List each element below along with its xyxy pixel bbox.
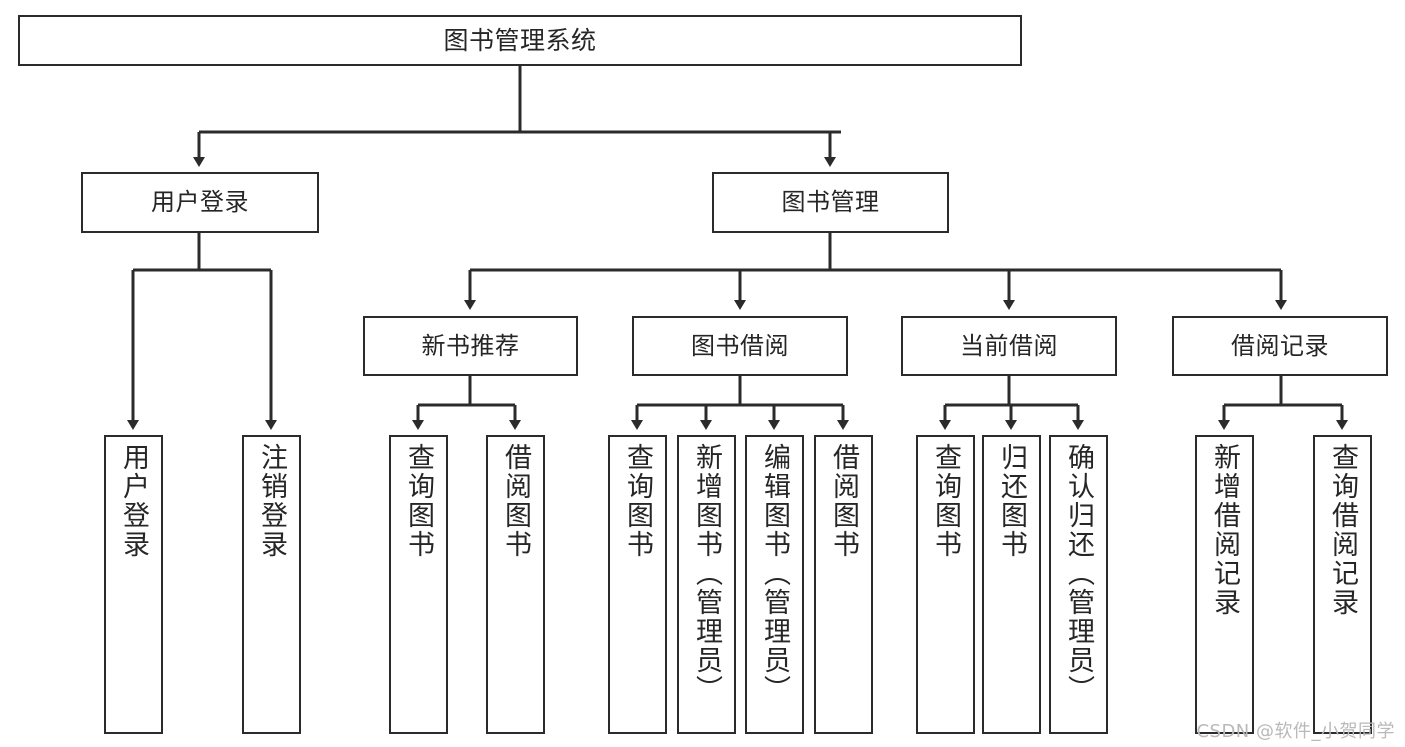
- node-label: 新增借阅记录: [1209, 443, 1240, 617]
- watermark-text: CSDN @软件_小贺同学: [1196, 721, 1395, 742]
- node-label: 查询图书: [622, 443, 653, 559]
- node-label: 编辑图书（管理员）: [759, 443, 790, 704]
- leaf-query-borrow-record[interactable]: 查询借阅记录: [1313, 435, 1372, 734]
- node-label: 当前借阅: [960, 331, 1058, 360]
- leaf-add-book-admin[interactable]: 新增图书（管理员）: [677, 435, 736, 734]
- leaf-query-book-current[interactable]: 查询图书: [916, 435, 975, 734]
- node-root-book-management-system[interactable]: 图书管理系统: [18, 15, 1022, 66]
- leaf-borrow-book[interactable]: 借阅图书: [814, 435, 873, 734]
- node-label: 查询借阅记录: [1327, 443, 1358, 617]
- node-label: 图书管理系统: [443, 25, 597, 55]
- node-label: 确认归还（管理员）: [1063, 443, 1094, 704]
- leaf-query-book-recommend[interactable]: 查询图书: [389, 435, 448, 734]
- node-new-book-recommend[interactable]: 新书推荐: [363, 316, 578, 376]
- node-book-management[interactable]: 图书管理: [712, 172, 949, 233]
- node-label: 图书借阅: [691, 331, 789, 360]
- node-current-borrow[interactable]: 当前借阅: [901, 316, 1117, 376]
- node-label: 用户登录: [118, 443, 149, 559]
- node-user-login[interactable]: 用户登录: [81, 172, 319, 233]
- node-label: 注销登录: [256, 443, 287, 559]
- node-book-borrow[interactable]: 图书借阅: [632, 316, 848, 376]
- leaf-user-login[interactable]: 用户登录: [104, 435, 163, 734]
- node-label: 借阅记录: [1231, 331, 1329, 360]
- leaf-confirm-return-admin[interactable]: 确认归还（管理员）: [1049, 435, 1108, 734]
- leaf-query-book-borrow[interactable]: 查询图书: [608, 435, 667, 734]
- node-label: 新书推荐: [421, 331, 520, 360]
- leaf-logout-login[interactable]: 注销登录: [242, 435, 301, 734]
- node-label: 借阅图书: [500, 443, 531, 559]
- leaf-return-book[interactable]: 归还图书: [982, 435, 1041, 734]
- node-label: 归还图书: [996, 443, 1027, 559]
- node-label: 借阅图书: [828, 443, 859, 559]
- node-label: 图书管理: [781, 188, 880, 217]
- leaf-borrow-book-recommend[interactable]: 借阅图书: [486, 435, 545, 734]
- leaf-add-borrow-record[interactable]: 新增借阅记录: [1195, 435, 1254, 734]
- leaf-edit-book-admin[interactable]: 编辑图书（管理员）: [745, 435, 804, 734]
- node-label: 新增图书（管理员）: [691, 443, 722, 704]
- node-label: 查询图书: [930, 443, 961, 559]
- node-label: 用户登录: [151, 188, 249, 217]
- node-label: 查询图书: [403, 443, 434, 559]
- node-borrow-record[interactable]: 借阅记录: [1172, 316, 1388, 376]
